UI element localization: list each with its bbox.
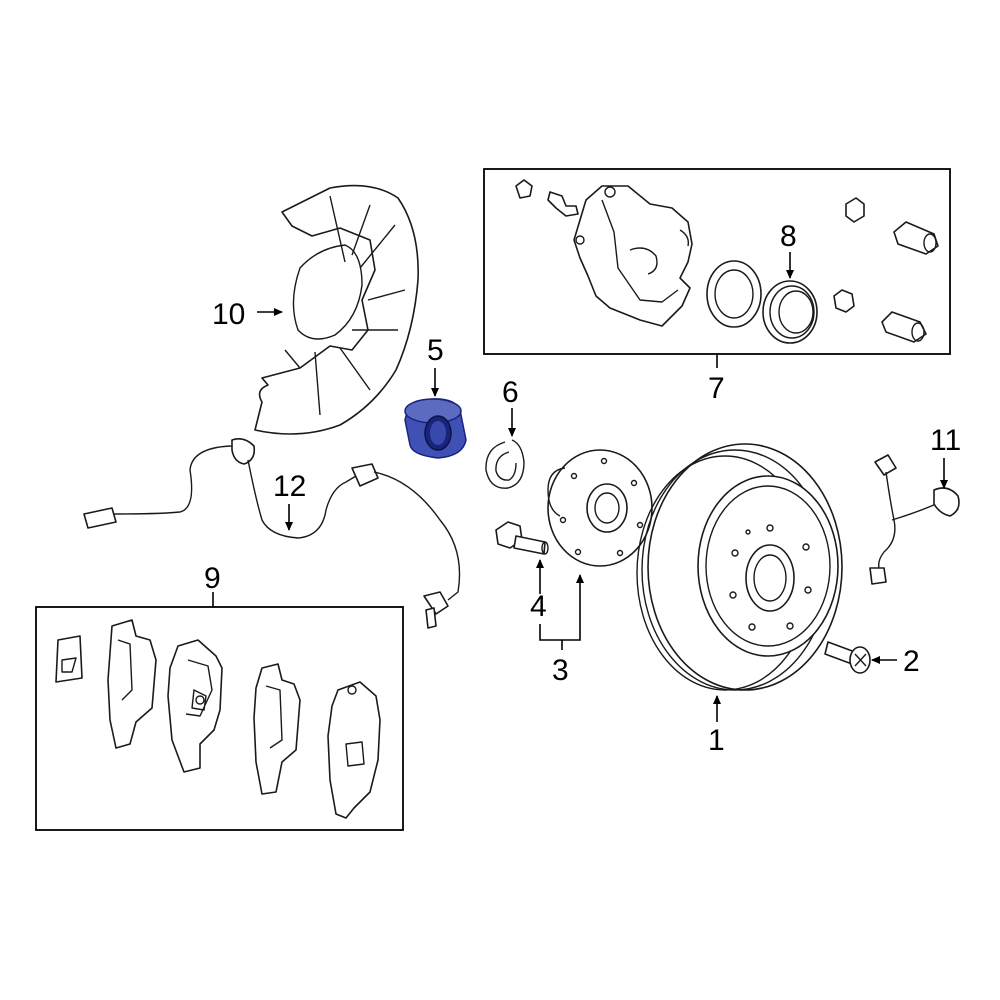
leader-bracket-3 — [539, 574, 584, 641]
guide-pin-lower-part[interactable] — [881, 311, 927, 343]
sensor-harness-part[interactable] — [83, 438, 461, 629]
callout-12: 12 — [273, 470, 306, 503]
guide-boot-upper-part[interactable] — [845, 197, 865, 223]
brake-pad-outer-backing-part[interactable] — [327, 681, 381, 819]
bleeder-screw-part[interactable] — [547, 191, 579, 217]
wheel-bearing-part[interactable] — [404, 398, 467, 459]
callout-6: 6 — [502, 376, 519, 409]
speed-sensor-part[interactable] — [869, 454, 960, 585]
caliper-part[interactable] — [573, 185, 693, 327]
piston-boot-part[interactable] — [762, 280, 818, 344]
snap-ring-part[interactable] — [485, 439, 525, 489]
hub-bolt-part[interactable] — [495, 521, 549, 555]
pad-shim-part[interactable] — [55, 635, 83, 683]
callout-8: 8 — [780, 220, 797, 253]
brake-pad-group-box — [35, 606, 404, 831]
guide-pin-upper-part[interactable] — [893, 221, 939, 255]
wheel-hub-part[interactable] — [547, 449, 653, 567]
brake-pad-backing-part[interactable] — [167, 639, 223, 773]
callout-3: 3 — [552, 654, 569, 687]
callout-5: 5 — [427, 334, 444, 367]
callout-2: 2 — [903, 645, 920, 678]
callout-7: 7 — [708, 372, 725, 405]
callout-10: 10 — [212, 298, 245, 331]
splash-shield-part[interactable] — [254, 184, 419, 435]
piston-seal-part[interactable] — [706, 260, 762, 328]
callout-1: 1 — [708, 724, 725, 757]
rotor-screw-part[interactable] — [824, 641, 871, 674]
guide-boot-lower-part[interactable] — [833, 289, 855, 313]
bleeder-cap-part[interactable] — [515, 179, 533, 199]
callout-9: 9 — [204, 562, 221, 595]
callout-4: 4 — [530, 590, 547, 623]
brake-pad-outer-part[interactable] — [253, 663, 301, 795]
brake-rotor-part[interactable] — [636, 443, 843, 691]
callout-11: 11 — [930, 424, 961, 457]
brake-pad-inner-part[interactable] — [107, 619, 157, 749]
